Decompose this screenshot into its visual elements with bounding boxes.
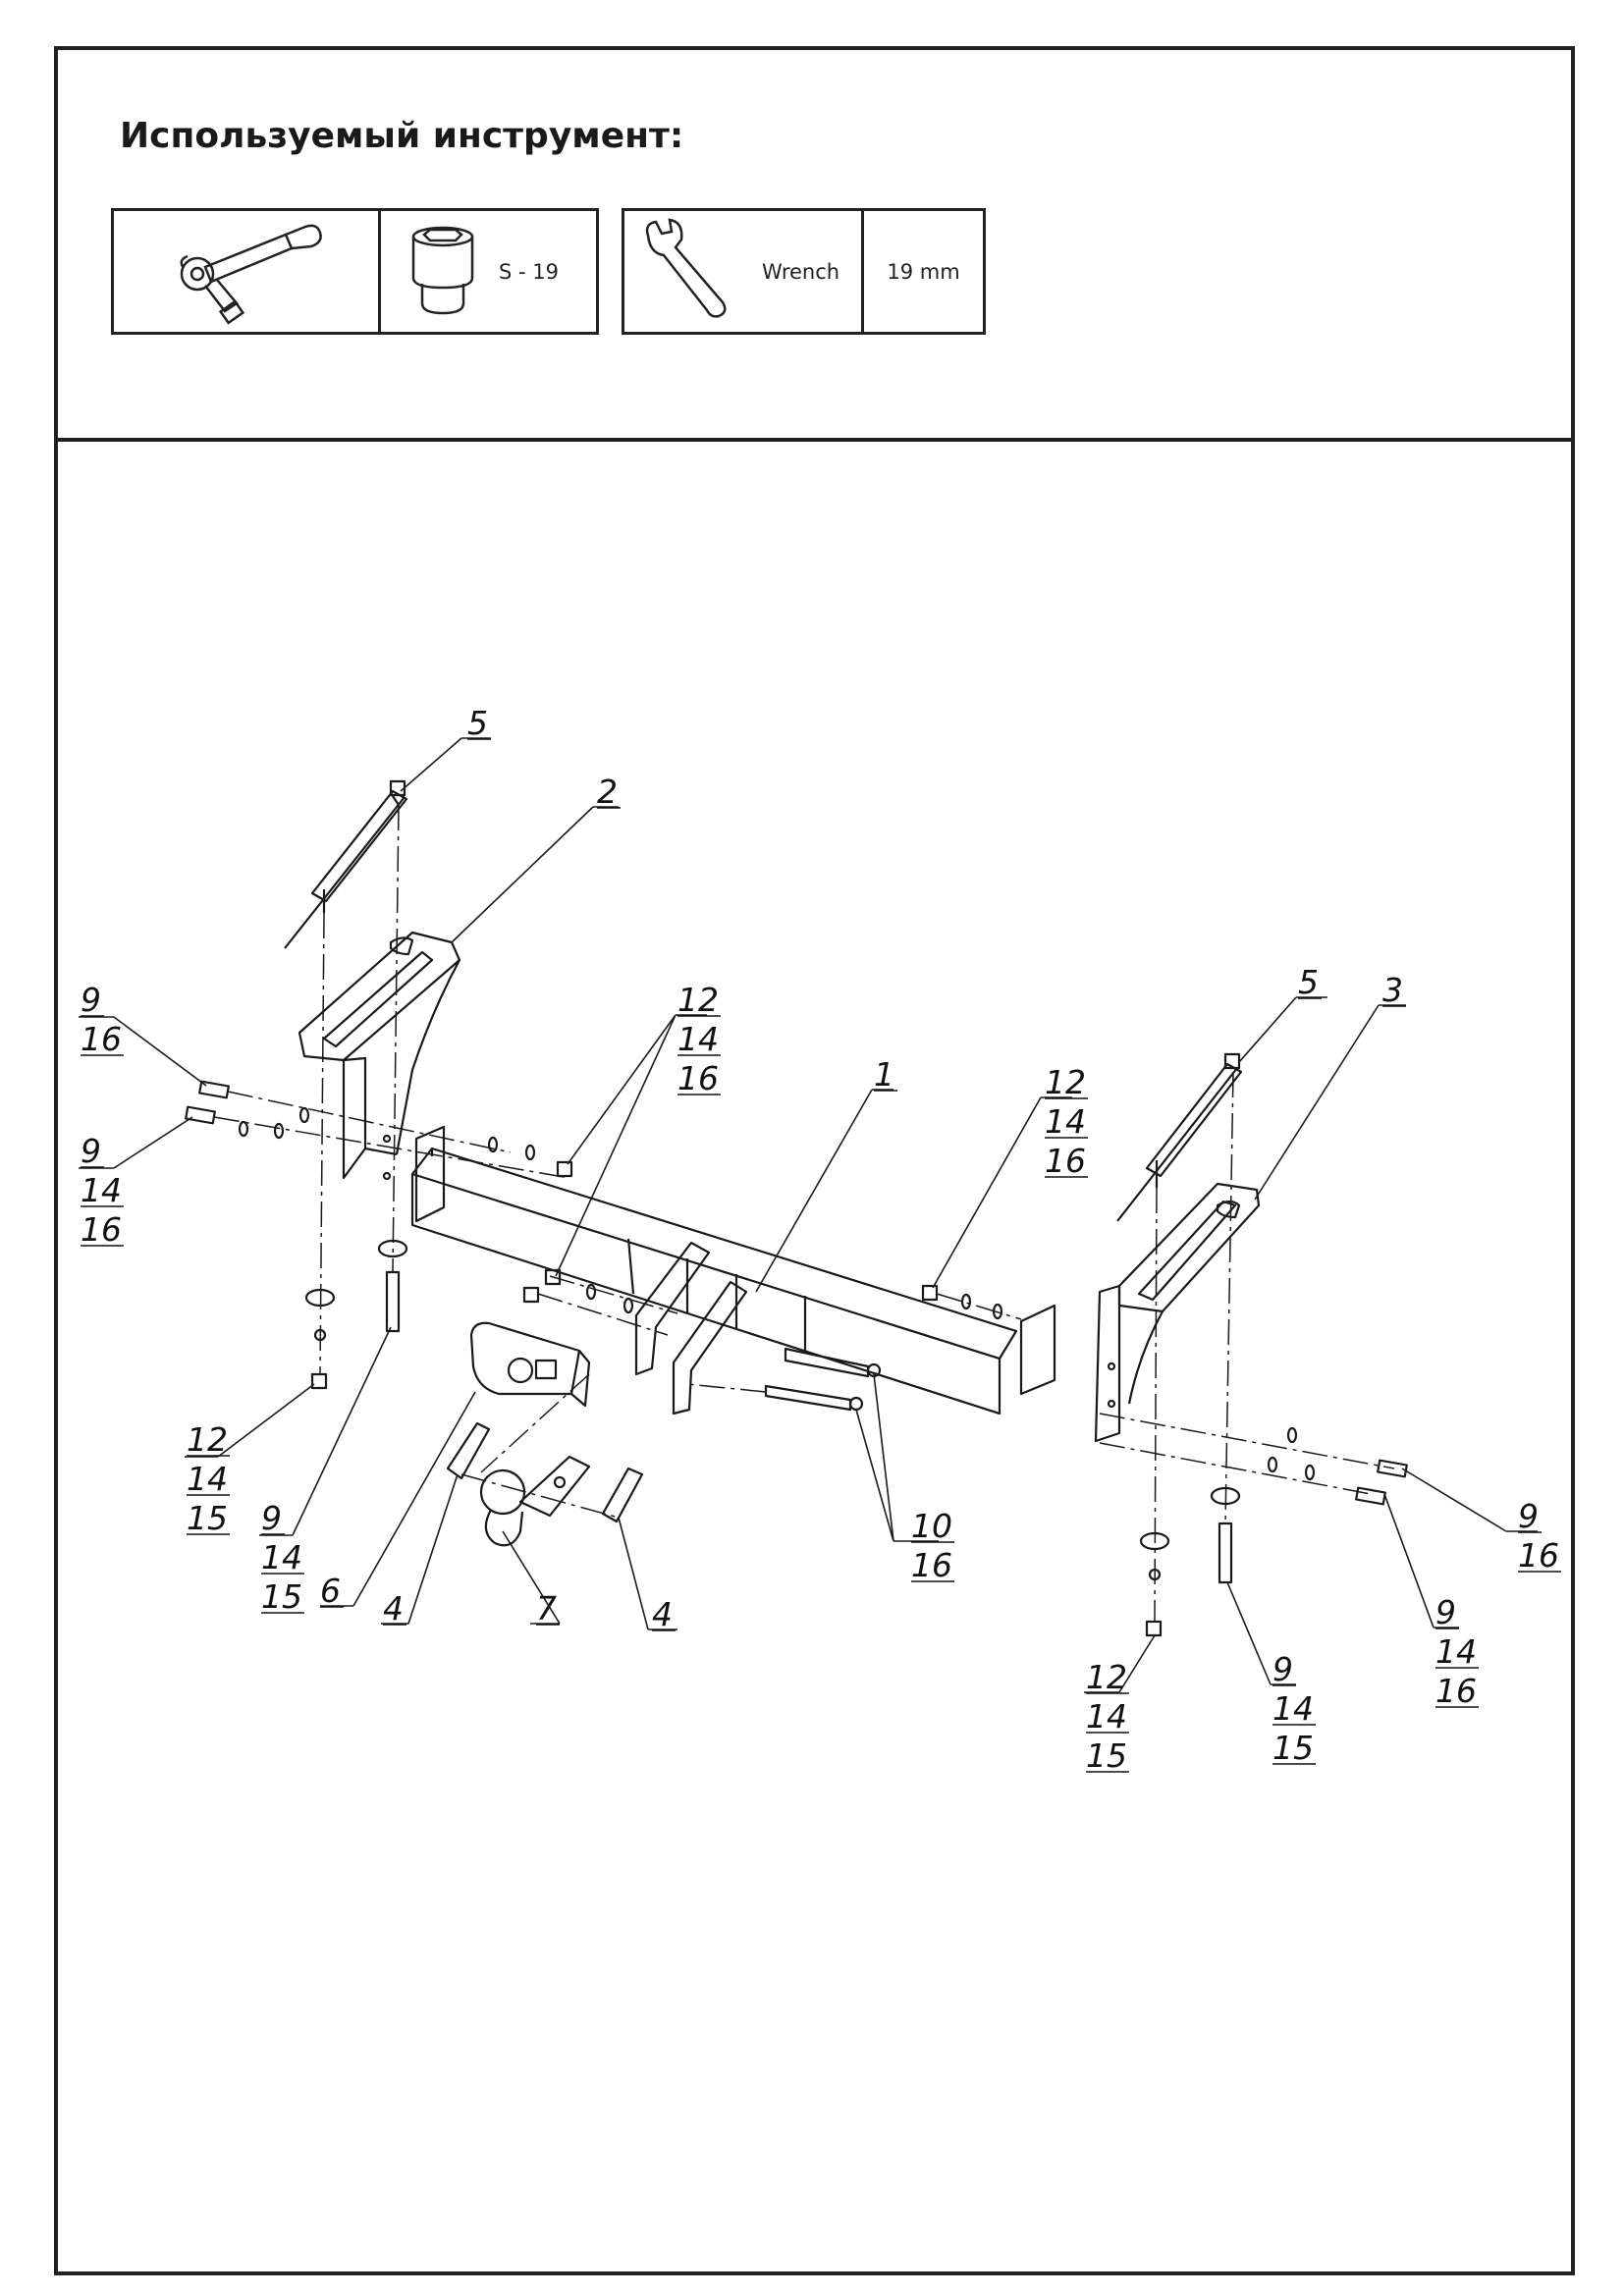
wrench-size-label: 19 mm xyxy=(887,259,960,284)
callout-label-c9b-0: 9 xyxy=(81,1132,101,1170)
callout-label-c9a-1: 16 xyxy=(81,1020,122,1058)
side-plate-4-right xyxy=(601,1467,644,1523)
socket-size-label: S - 19 xyxy=(499,259,559,284)
callout-label-c9e-1: 14 xyxy=(1435,1632,1477,1671)
wrench-name-label: Wrench xyxy=(762,259,840,284)
callout-label-c9b-2: 16 xyxy=(81,1210,122,1249)
callout-label-c12b-1: 14 xyxy=(1045,1102,1086,1141)
callout-label-c9a-0: 9 xyxy=(81,981,101,1019)
wrench-cell: Wrench xyxy=(624,211,864,332)
callout-label-c9e-2: 16 xyxy=(1435,1672,1477,1710)
callout-label-c12a-1: 14 xyxy=(677,1020,719,1058)
wrench-icon xyxy=(645,218,727,318)
tow-ball-part-7 xyxy=(479,1455,591,1547)
fasteners xyxy=(185,779,1408,1637)
callout-label-c12d-0: 12 xyxy=(1086,1658,1127,1696)
callout-label-c5b-0: 5 xyxy=(1298,963,1319,1001)
callout-label-c5a-0: 5 xyxy=(467,704,488,742)
callout-label-c9c-0: 9 xyxy=(261,1499,282,1537)
callout-label-c12c-0: 12 xyxy=(187,1420,228,1459)
section-divider xyxy=(54,438,1575,442)
callout-label-c12d-2: 15 xyxy=(1086,1736,1127,1775)
callout-label-c12b-2: 16 xyxy=(1045,1142,1086,1180)
callout-label-c9c-2: 15 xyxy=(261,1577,302,1616)
callout-label-c9c-1: 14 xyxy=(261,1538,302,1576)
callout-label-c2-0: 2 xyxy=(597,773,618,811)
callout-label-c12c-2: 15 xyxy=(187,1499,228,1537)
callout-label-c9e-0: 9 xyxy=(1435,1593,1456,1631)
callout-label-c12d-1: 14 xyxy=(1086,1697,1127,1735)
ratchet-icon xyxy=(180,224,322,325)
wrench-size-cell: 19 mm xyxy=(864,211,983,332)
callout-label-c7-0: 7 xyxy=(536,1589,557,1628)
socket-icon xyxy=(411,226,474,314)
ratchet-cell xyxy=(114,211,381,332)
page-title: Используемый инструмент: xyxy=(120,116,684,156)
callout-label-c9d-0: 9 xyxy=(1518,1497,1539,1535)
tool-box-wrench: Wrench 19 mm xyxy=(622,208,986,335)
crossbar-part-1 xyxy=(410,1125,1056,1415)
callout-label-c4b-0: 4 xyxy=(652,1595,673,1633)
leader-lines xyxy=(79,737,1538,1693)
assembly-center-lines xyxy=(213,804,1395,1623)
clamp-plate-5-right xyxy=(1116,1062,1243,1222)
callout-label-c12a-2: 16 xyxy=(677,1059,719,1097)
callout-label-c9b-1: 14 xyxy=(81,1171,122,1209)
callout-label-c9f-2: 15 xyxy=(1272,1729,1314,1767)
bracket-part-3 xyxy=(1094,1182,1261,1443)
socket-cell: S - 19 xyxy=(381,211,596,332)
callout-label-c10-0: 10 xyxy=(911,1507,952,1545)
bracket-part-2 xyxy=(298,931,461,1181)
callout-label-c9d-1: 16 xyxy=(1518,1536,1559,1575)
callout-label-c12a-0: 12 xyxy=(677,981,719,1019)
callout-label-c10-1: 16 xyxy=(911,1546,952,1584)
page-frame xyxy=(54,46,1575,2275)
coupling-plate-part-6 xyxy=(469,1321,591,1408)
callout-label-c3-0: 3 xyxy=(1382,971,1403,1009)
callout-label-c9f-1: 14 xyxy=(1272,1689,1314,1728)
callout-label-c1-0: 1 xyxy=(874,1055,894,1094)
tool-box-ratchet-socket: S - 19 xyxy=(111,208,599,335)
clamp-plate-5-left xyxy=(284,789,408,949)
mid-mounting-plates xyxy=(634,1241,748,1415)
callout-label-c12b-0: 12 xyxy=(1045,1063,1086,1101)
callout-label-c12c-1: 14 xyxy=(187,1460,228,1498)
callout-label-c4a-0: 4 xyxy=(383,1589,404,1628)
callout-label-c6-0: 6 xyxy=(320,1572,341,1610)
callout-label-c9f-0: 9 xyxy=(1272,1650,1293,1688)
